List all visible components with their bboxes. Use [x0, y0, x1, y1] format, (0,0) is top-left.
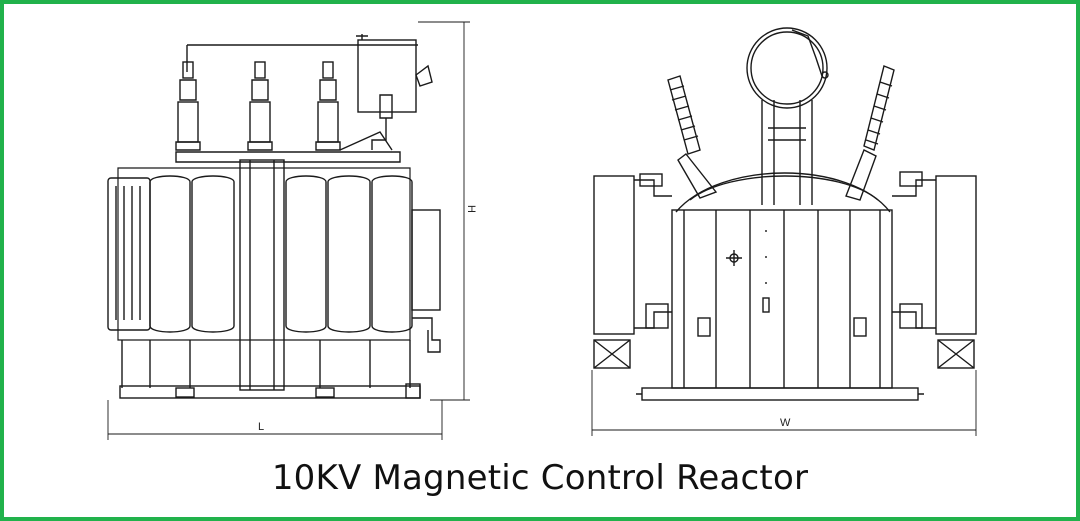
base-rail [641, 387, 919, 401]
dimension-height-label: H [465, 205, 477, 213]
bushing-right [845, 65, 895, 201]
side-box [411, 209, 441, 311]
caption-title: 10KV Magnetic Control Reactor [271, 458, 809, 498]
radiator-left [593, 175, 635, 335]
radiator-fin [191, 175, 235, 333]
conservator [746, 27, 828, 109]
radiator-fin [327, 175, 371, 333]
side-window-left [697, 317, 711, 337]
dimension-length-label: L [258, 421, 264, 433]
bushing-2 [247, 61, 273, 151]
support-box-left [593, 339, 631, 369]
front-view: W [591, 27, 977, 436]
crosshair-icon [726, 250, 742, 266]
central-column [239, 159, 285, 391]
main-tank [671, 209, 893, 389]
radiator-panel-left [107, 177, 151, 331]
control-box [357, 39, 417, 113]
side-view: H L [107, 21, 477, 440]
radiator-fin [149, 175, 191, 333]
bushing-1 [175, 61, 201, 151]
side-window-right [853, 317, 867, 337]
bushing-3 [315, 61, 341, 151]
dimension-width-label: W [780, 417, 791, 429]
radiator-right [935, 175, 977, 335]
bushing-left [667, 75, 718, 199]
radiator-fin [285, 175, 327, 333]
radiator-fin [371, 175, 413, 333]
breather [415, 64, 433, 87]
base-rail [119, 385, 421, 399]
support-box-right [937, 339, 975, 369]
